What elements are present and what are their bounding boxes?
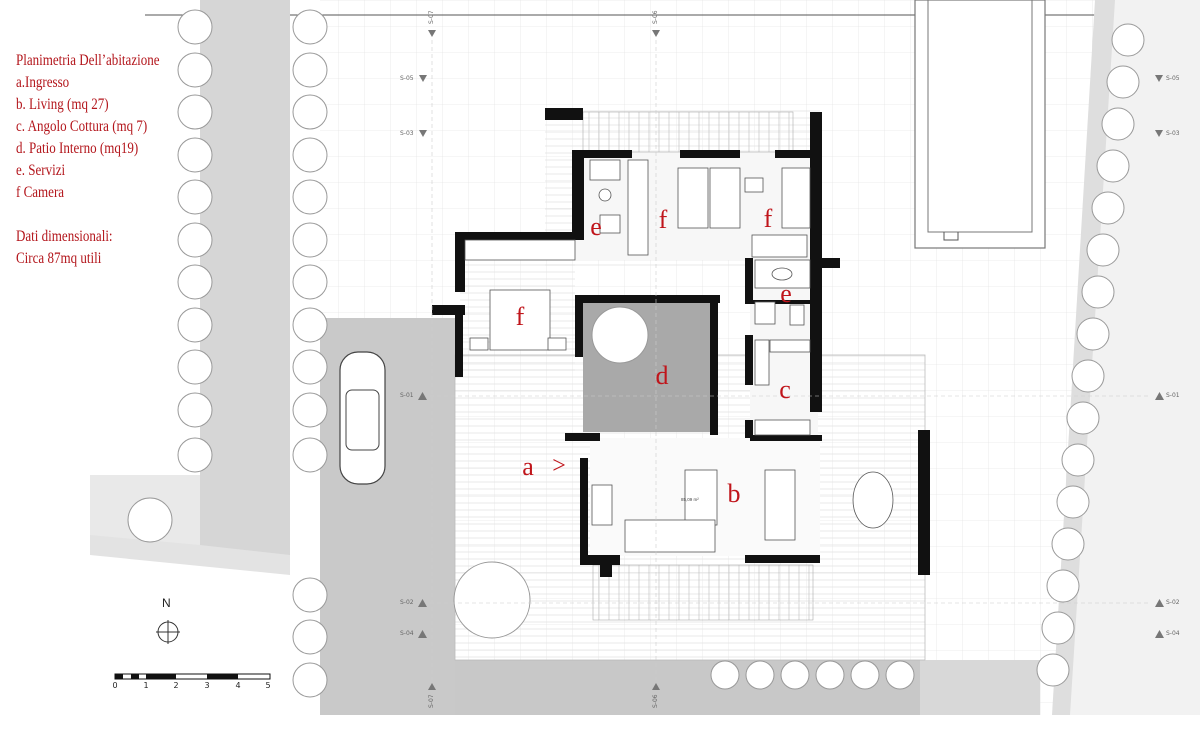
section-label-s03-right: S-03 xyxy=(1166,130,1180,137)
room-label-b: b xyxy=(727,479,741,508)
legend-item-c: c. Angolo Cottura (mq 7) xyxy=(16,118,148,135)
fixtures xyxy=(464,159,894,553)
section-label-s04-right: S-04 xyxy=(1166,630,1180,637)
trees xyxy=(127,9,1145,698)
pool xyxy=(914,0,1046,249)
room-label-a: a xyxy=(522,452,534,481)
legend-item-a: a.Ingresso xyxy=(16,74,70,91)
driveway-lower xyxy=(90,550,320,715)
room-label-f1: f xyxy=(658,205,668,234)
room-label-f2: f xyxy=(763,204,773,233)
bottom-strip xyxy=(455,660,920,715)
section-markers xyxy=(418,30,1164,690)
section-label-s03-left: S-03 xyxy=(400,130,414,137)
scale-bar xyxy=(114,673,271,680)
north-label: N xyxy=(162,596,171,610)
room-label-e2: e xyxy=(780,279,792,308)
driveway xyxy=(200,0,290,570)
legend-item-f: f Camera xyxy=(16,184,65,201)
section-label-s02-right: S-02 xyxy=(1166,599,1180,606)
legend-item-e: e. Servizi xyxy=(16,162,66,179)
stairs-top xyxy=(582,111,794,153)
section-label-s01-left: S-01 xyxy=(400,392,414,399)
scale-label-1: 1 xyxy=(143,681,149,690)
section-label-s07-top: S-07 xyxy=(428,10,435,24)
walls xyxy=(432,108,930,577)
north-arrow-icon xyxy=(156,620,180,644)
legend-item-d: d. Patio Interno (mq19) xyxy=(16,140,139,157)
scale-label-2: 2 xyxy=(173,681,179,690)
legend-title: Planimetria Dell’abitazione xyxy=(16,52,160,69)
section-label-s06-top: S-06 xyxy=(652,10,659,24)
scale-label-0: 0 xyxy=(112,681,118,690)
section-label-s06-bottom: S-06 xyxy=(652,694,659,708)
legend: Planimetria Dell’abitazione a.Ingresso b… xyxy=(16,50,163,270)
scale-label-5: 5 xyxy=(265,681,271,690)
stairs-bottom xyxy=(592,564,814,621)
living-area-tag: 85,09 m² xyxy=(681,497,699,502)
entrance-arrow: > xyxy=(552,453,566,479)
section-label-s07-bottom: S-07 xyxy=(428,694,435,708)
room-label-f3: f xyxy=(515,302,525,331)
room-label-c: c xyxy=(779,375,791,404)
scale-label-3: 3 xyxy=(204,681,210,690)
legend-item-b: b. Living (mq 27) xyxy=(16,96,109,113)
dimensions-heading: Dati dimensionali: xyxy=(16,228,113,245)
section-label-s05-left: S-05 xyxy=(400,75,414,82)
room-label-d: d xyxy=(655,361,669,390)
section-label-s02-left: S-02 xyxy=(400,599,414,606)
room-label-e1: e xyxy=(590,212,602,241)
section-label-s01-right: S-01 xyxy=(1166,392,1180,399)
section-label-s05-right: S-05 xyxy=(1166,75,1180,82)
scale-label-4: 4 xyxy=(235,681,241,690)
section-label-s04-left: S-04 xyxy=(400,630,414,637)
car xyxy=(339,351,386,485)
dimensions-value: Circa 87mq utili xyxy=(16,250,102,267)
